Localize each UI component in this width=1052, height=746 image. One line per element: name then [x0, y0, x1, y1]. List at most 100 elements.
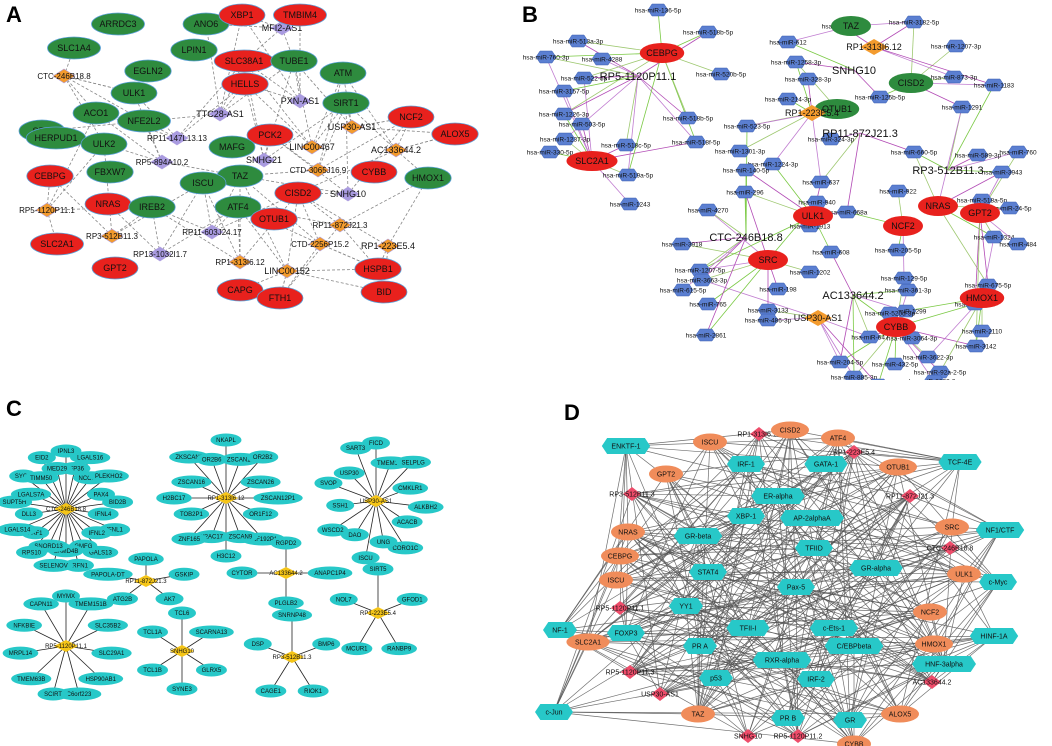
node-xbp-1[interactable]: XBP-1 [727, 508, 765, 524]
hub-rp11-872j21-3[interactable]: RP11-872J21.3 [822, 128, 898, 140]
node-tmbim4[interactable]: TMBIM4 [273, 3, 327, 27]
mirna-hsa-mir-765[interactable]: hsa-miR-765 [689, 297, 727, 311]
node-rp3-512b11-3[interactable]: RP3-512B11.3 [609, 487, 655, 501]
leaf-gskip[interactable]: GSKIP [168, 567, 200, 581]
mirna-hsa-mir-589-3p[interactable]: hsa-miR-589-3p [955, 148, 1002, 162]
node-ac133644-2[interactable]: AC133644.2 [913, 675, 952, 689]
node-rp11-603j24-17[interactable]: RP11-603J24.17 [182, 224, 242, 240]
leaf-znf165[interactable]: ZNF165 [171, 532, 208, 546]
node-rp1-223e5-4[interactable]: RP1-223E5.4 [361, 238, 415, 254]
leaf-papola-dt[interactable]: PAPOLA-DT [83, 567, 133, 581]
node-rp13-1032i1-7[interactable]: RP13-1032I1.7 [133, 246, 187, 262]
node-otub1[interactable]: OTUB1 [879, 458, 917, 476]
mirna-hsa-mir-129-5p[interactable]: hsa-miR-129-5p [881, 271, 928, 285]
node-ncf2[interactable]: NCF2 [387, 105, 435, 129]
mirna-hsa-mir-432-5p[interactable]: hsa-miR-432-5p [872, 357, 919, 371]
leaf-slc29a1[interactable]: SLC29A1 [91, 646, 132, 660]
leaf-ifnl4[interactable]: IFNL4 [87, 507, 119, 521]
leaf-nkapl[interactable]: NKAPL [210, 433, 242, 447]
hub-cebpg[interactable]: CEBPG [639, 43, 685, 63]
mirna-hsa-mir-1207-3p[interactable]: hsa-miR-1207-3p [931, 39, 982, 53]
leaf-tcl1b[interactable]: TCL1B [137, 663, 169, 677]
leaf-tcl6[interactable]: TCL6 [168, 606, 196, 620]
leaf-bid2b[interactable]: BID2B [102, 495, 134, 509]
hub-rp3-512b11-3[interactable]: RP3-512B11.3 [912, 165, 983, 177]
node-slc1a4[interactable]: SLC1A4 [47, 36, 101, 60]
node-otub1[interactable]: OTUB1 [250, 207, 298, 231]
node-cybb[interactable]: CYBB [837, 735, 871, 746]
node-atm[interactable]: ATM [319, 61, 367, 85]
node-pr-b[interactable]: PR B [771, 710, 805, 726]
leaf-ak7[interactable]: AK7 [155, 592, 184, 606]
node-rp5-1120p11-1[interactable]: RP5-1120P11.1 [596, 601, 645, 615]
leaf-syne3[interactable]: SYNE3 [166, 682, 198, 696]
mirna-hsa-mir-1258-3p[interactable]: hsa-miR-1258-3p [771, 55, 822, 69]
node-pr-a[interactable]: PR A [683, 638, 717, 654]
node-fth1[interactable]: FTH1 [256, 286, 304, 310]
leaf-coro1c[interactable]: CORO1C [387, 541, 424, 555]
node-cebpg[interactable]: CEBPG [26, 164, 74, 188]
mirna-hsa-mir-140-5p[interactable]: hsa-miR-140-5p [723, 163, 770, 177]
leaf-sart3[interactable]: SART3 [340, 441, 372, 455]
mirna-hsa-mir-647[interactable]: hsa-miR-647 [851, 330, 889, 344]
node-iscu[interactable]: ISCU [179, 171, 227, 195]
node-gpt2[interactable]: GPT2 [649, 465, 683, 483]
mirna-hsa-mir-3663-3p[interactable]: hsa-miR-3663-3p [677, 273, 728, 287]
node-er-alpha[interactable]: ER-alpha [751, 488, 805, 504]
mirna-hsa-mir-4288[interactable]: hsa-miR-4288 [582, 52, 623, 66]
node-iscu[interactable]: ISCU [693, 433, 727, 451]
node-gata-1[interactable]: GATA-1 [804, 456, 848, 472]
node-cebpg[interactable]: CEBPG [601, 547, 639, 565]
mirna-hsa-mir-1183[interactable]: hsa-miR-1183 [974, 78, 1015, 92]
mirna-hsa-mir-637[interactable]: hsa-miR-637 [802, 175, 840, 189]
mirna-hsa-mir-760-3p[interactable]: hsa-miR-760-3p [523, 50, 570, 64]
hub-gpt2[interactable]: GPT2 [960, 203, 1000, 223]
leaf-or2b2[interactable]: OR2B2 [247, 450, 279, 464]
leaf-capn11[interactable]: CAPN11 [23, 597, 59, 611]
leaf-dll3[interactable]: DLL3 [14, 507, 43, 521]
mirna-hsa-mir-204-5p[interactable]: hsa-miR-204-5p [817, 355, 864, 369]
hub-src[interactable]: SRC [748, 250, 788, 270]
node-usp30-as1[interactable]: USP30-AS1 [328, 119, 377, 135]
node-ctd-3065j16-9[interactable]: CTD-3065J16.9 [290, 162, 347, 178]
node-ulk1[interactable]: ULK1 [110, 81, 158, 105]
mirna-hsa-mir-615-5p[interactable]: hsa-miR-615-5p [660, 283, 707, 297]
mirna-hsa-mir-520b-5p[interactable]: hsa-miR-520b-5p [696, 67, 747, 81]
node-rxr-alpha[interactable]: RXR-alpha [752, 652, 812, 668]
node-gr-alpha[interactable]: GR-alpha [849, 560, 903, 576]
mirna-hsa-mir-873-3p[interactable]: hsa-miR-873-3p [931, 70, 978, 84]
node-nf1-ctf[interactable]: NF1/CTF [975, 522, 1025, 538]
node-linc00152[interactable]: LINC00152 [264, 263, 310, 279]
leaf-wscd2[interactable]: WSCD2 [317, 523, 349, 537]
leaf-cage1[interactable]: CAGE1 [255, 684, 287, 698]
node-enktf-1[interactable]: ENKTF-1 [601, 438, 651, 454]
leaf-mcur1[interactable]: MCUR1 [341, 642, 373, 656]
hub-snhg10[interactable]: SNHG10 [832, 65, 876, 77]
leaf-tcl1a[interactable]: TCL1A [137, 625, 169, 639]
mirna-hsa-mir-136-5p[interactable]: hsa-miR-136-5p [635, 3, 682, 17]
node-ctc-246b18-8[interactable]: CTC-246B18.8 [927, 541, 974, 555]
node-rp11-872j21-3[interactable]: RP11-872J21.3 [886, 489, 934, 503]
leaf-zscan26[interactable]: ZSCAN26 [240, 475, 281, 489]
leaf-sirt5[interactable]: SIRT5 [362, 562, 394, 576]
node-arrdc3[interactable]: ARRDC3 [91, 12, 145, 36]
leaf-selenov[interactable]: SELENOV [33, 558, 74, 572]
hub-hmox1[interactable]: HMOX1 [959, 288, 1005, 308]
leaf-alkbh2[interactable]: ALKBH2 [407, 500, 444, 514]
leaf-iscu[interactable]: ISCU [351, 551, 380, 565]
node-c-myc[interactable]: c-Myc [979, 574, 1017, 590]
mirna-hsa-mir-211-5p[interactable]: hsa-miR-211-5p [855, 378, 902, 380]
hub-ctc-246b18-8[interactable]: CTC-246B18.8 [46, 503, 87, 515]
node-lpin1[interactable]: LPIN1 [170, 38, 218, 62]
node-cisd2[interactable]: CISD2 [771, 421, 809, 439]
mirna-hsa-mir-1224-3p[interactable]: hsa-miR-1224-3p [748, 157, 799, 171]
node-cybb[interactable]: CYBB [350, 160, 398, 184]
mirna-hsa-mir-503-5p[interactable]: hsa-miR-503-5p [559, 117, 606, 131]
node-ncf2[interactable]: NCF2 [913, 603, 947, 621]
node-taz[interactable]: TAZ [216, 164, 264, 188]
leaf-anapc1p4[interactable]: ANAPC1P4 [307, 566, 353, 580]
mirna-hsa-mir-1243[interactable]: hsa-miR-1243 [610, 197, 651, 211]
mirna-hsa-mir-522-5p[interactable]: hsa-miR-522-5p [561, 71, 608, 85]
node-ctc-246b18-8[interactable]: CTC-246B18.8 [37, 68, 91, 84]
leaf-nfkbie[interactable]: NFKBIE [6, 618, 42, 632]
